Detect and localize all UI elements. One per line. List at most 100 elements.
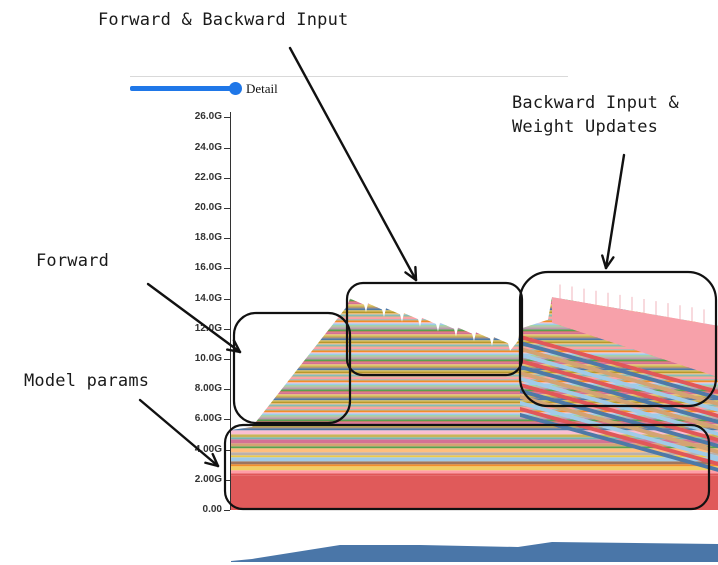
activation-stripe (231, 413, 718, 416)
y-tick-label: 22.0G (194, 171, 222, 183)
annotation-arrows (138, 46, 626, 468)
annotation-forward-backward-input: Forward & Backward Input (98, 10, 349, 30)
activation-stripe (231, 362, 718, 365)
detail-slider-track[interactable] (130, 86, 236, 91)
params-stripe (231, 470, 718, 474)
arrow-to-model-params (138, 398, 220, 468)
minimap-area (231, 542, 718, 562)
activation-stripe (231, 398, 718, 401)
params-stripe (231, 428, 718, 431)
params-stripe (231, 457, 718, 462)
backward-band (520, 400, 718, 460)
activation-stripe (231, 286, 718, 287)
y-tick (224, 328, 230, 330)
toolbar-divider (130, 76, 568, 77)
activation-stripe (231, 394, 718, 396)
y-tick (224, 177, 230, 179)
activation-stripe (231, 427, 718, 429)
backward-band (520, 382, 718, 442)
y-tick-label: 8.00G (194, 383, 222, 395)
activation-stripe (231, 364, 718, 366)
activation-stripe (231, 308, 718, 311)
memory-stack-bands (231, 286, 718, 510)
params-stripe (231, 466, 718, 471)
activation-stripe (231, 376, 718, 378)
activation-stripe (231, 352, 718, 354)
activation-stripe (231, 293, 718, 295)
activation-stripe (231, 310, 718, 312)
activation-stripe (231, 404, 718, 407)
activation-stripe (231, 298, 718, 300)
activation-stripe (231, 299, 718, 302)
y-tick-label: 18.0G (194, 232, 222, 244)
timeline-minimap (231, 542, 718, 562)
backward-band (520, 352, 718, 412)
activation-stripe (231, 297, 718, 299)
arrow-to-forward-backward (288, 46, 418, 282)
activation-stripe (231, 367, 718, 369)
activation-stripe (231, 356, 718, 359)
backward-band (520, 406, 718, 466)
y-tick-label: 10.0G (194, 353, 222, 364)
activation-stripe (231, 365, 718, 368)
activation-stripe (231, 355, 718, 357)
activation-stripe (231, 350, 718, 353)
activation-stripe (231, 425, 718, 428)
y-tick-label: 20.0G (194, 202, 222, 213)
annotation-model-params: Model params (24, 371, 150, 391)
arrow-to-backward-weight (601, 153, 626, 270)
activation-stripe (231, 307, 718, 309)
y-tick-label: 6.00G (194, 413, 222, 425)
annotation-forward: Forward (36, 251, 110, 271)
annotation-line-2: Weight Updates (512, 117, 659, 137)
activation-stripe (231, 410, 718, 413)
model-params-box (223, 423, 711, 511)
params-stripe (231, 464, 718, 467)
params-stripe (231, 455, 718, 458)
annotation-boxes (223, 270, 718, 511)
y-tick-label: 2.00G (194, 473, 222, 485)
y-tick (224, 298, 230, 300)
y-tick (224, 147, 230, 149)
activation-stripe (231, 409, 718, 411)
backward-band (520, 412, 718, 472)
activation-stripe (231, 379, 718, 381)
activation-stripe (231, 295, 718, 296)
activation-stripe (231, 353, 718, 356)
y-tick-label: 24.0G (194, 141, 222, 153)
activation-stripe (231, 380, 718, 383)
activation-stripe (231, 383, 718, 386)
params-stripe (231, 439, 718, 444)
activation-stripe (231, 407, 718, 410)
activation-stripe (231, 361, 718, 363)
y-tick (224, 268, 230, 270)
y-tick-label: 4.00G (194, 443, 222, 455)
activation-stripe (231, 391, 718, 393)
params-stripe (231, 434, 718, 438)
activation-stripe (231, 388, 718, 390)
detail-slider-handle[interactable] (229, 82, 242, 95)
params-stripe (231, 461, 718, 465)
activation-stripe (231, 400, 718, 402)
y-tick (224, 359, 230, 360)
y-tick-label: 26.0G (194, 111, 222, 123)
params-base-band (231, 475, 718, 510)
activation-stripe (231, 370, 718, 372)
activation-stripe (231, 392, 718, 395)
y-tick (224, 510, 230, 511)
activation-stripe (231, 415, 718, 417)
activation-stripe (231, 341, 718, 344)
y-tick (224, 238, 230, 240)
activation-stripe (231, 302, 718, 305)
params-stripe (231, 430, 718, 435)
activation-stripe (231, 340, 718, 342)
activation-stripe (231, 385, 718, 387)
activation-stripe (231, 287, 718, 289)
y-tick (224, 117, 230, 119)
params-stripe (231, 448, 718, 453)
activation-stripe (231, 403, 718, 405)
backward-weight-box (518, 270, 718, 408)
backward-band (520, 334, 718, 394)
y-tick (224, 389, 230, 391)
